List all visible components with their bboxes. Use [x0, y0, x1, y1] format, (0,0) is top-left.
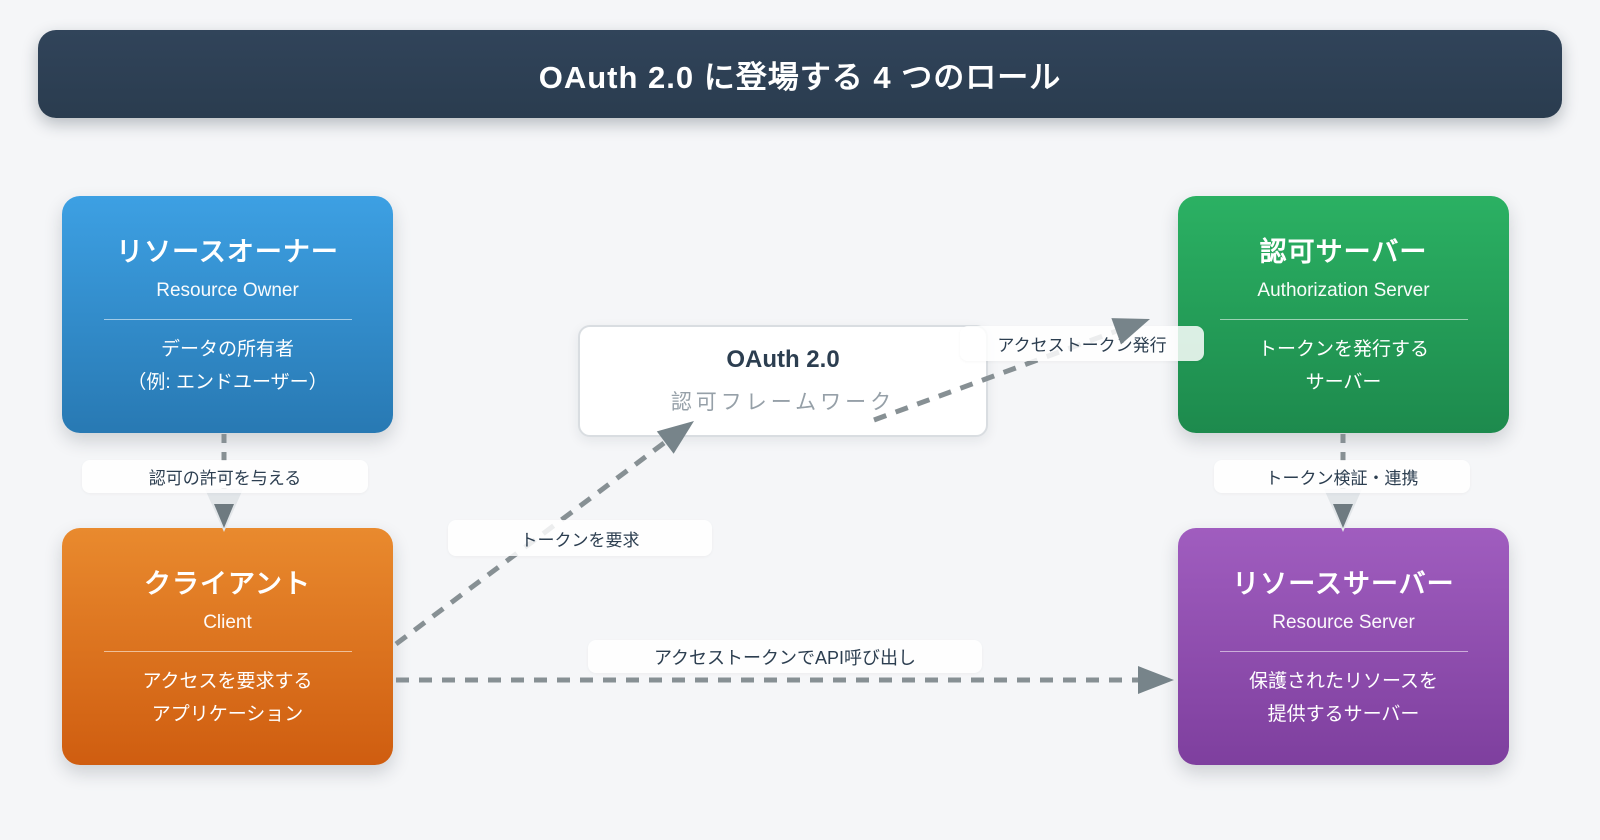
node-divider	[103, 651, 352, 652]
node-divider	[1219, 319, 1468, 320]
node-description-line: 提供するサーバー	[1267, 704, 1420, 725]
node-subtitle: Resource Server	[1272, 612, 1415, 633]
node-resource-owner: リソースオーナー Resource Owner データの所有者 （例: エンドユ…	[62, 196, 393, 433]
oauth-framework-title: OAuth 2.0	[726, 346, 840, 373]
node-title: 認可サーバー	[1259, 237, 1428, 267]
node-divider	[1219, 651, 1468, 652]
node-description-line: データの所有者	[160, 339, 294, 360]
node-description-line: 保護されたリソースを	[1248, 671, 1439, 692]
node-client: クライアント Client アクセスを要求する アプリケーション	[62, 528, 393, 765]
oauth-framework-box: OAuth 2.0 認可フレームワーク	[578, 325, 988, 437]
node-authorization-server: 認可サーバー Authorization Server トークンを発行する サー…	[1178, 196, 1509, 433]
edge-label-verify: トークン検証・連携	[1214, 460, 1470, 493]
edge-label-grant: 認可の許可を与える	[82, 460, 368, 493]
edge-label-api-call: アクセストークンでAPI呼び出し	[588, 640, 982, 673]
arrowhead-down-icon	[1333, 504, 1353, 528]
arrow-grant-ghost-icon	[205, 489, 243, 532]
node-resource-server: リソースサーバー Resource Server 保護されたリソースを 提供する…	[1178, 528, 1509, 765]
arrowhead-down-icon	[214, 504, 234, 528]
node-title: リソースサーバー	[1232, 569, 1455, 599]
edge-label-request-token: トークンを要求	[448, 520, 712, 556]
diagram-title: OAuth 2.0 に登場する 4 つのロール	[538, 59, 1062, 95]
node-description-line: サーバー	[1305, 372, 1382, 393]
edge-label-issue-token: アクセストークン発行	[960, 326, 1204, 361]
node-description-line: アプリケーション	[151, 704, 304, 725]
node-description-line: トークンを発行する	[1257, 339, 1429, 360]
node-subtitle: Client	[203, 612, 252, 633]
node-description-line: アクセスを要求する	[142, 671, 313, 692]
arrowhead-right-icon	[1138, 666, 1174, 694]
node-title: リソースオーナー	[116, 237, 339, 267]
node-subtitle: Resource Owner	[156, 280, 299, 301]
node-subtitle: Authorization Server	[1257, 280, 1430, 301]
node-description-line: （例: エンドユーザー）	[127, 372, 328, 393]
diagram-title-bar: OAuth 2.0 に登場する 4 つのロール	[38, 30, 1562, 118]
oauth-framework-subtitle: 認可フレームワーク	[670, 391, 896, 414]
arrow-verify-ghost-icon	[1324, 489, 1362, 532]
node-divider	[103, 319, 352, 320]
node-title: クライアント	[144, 569, 311, 599]
